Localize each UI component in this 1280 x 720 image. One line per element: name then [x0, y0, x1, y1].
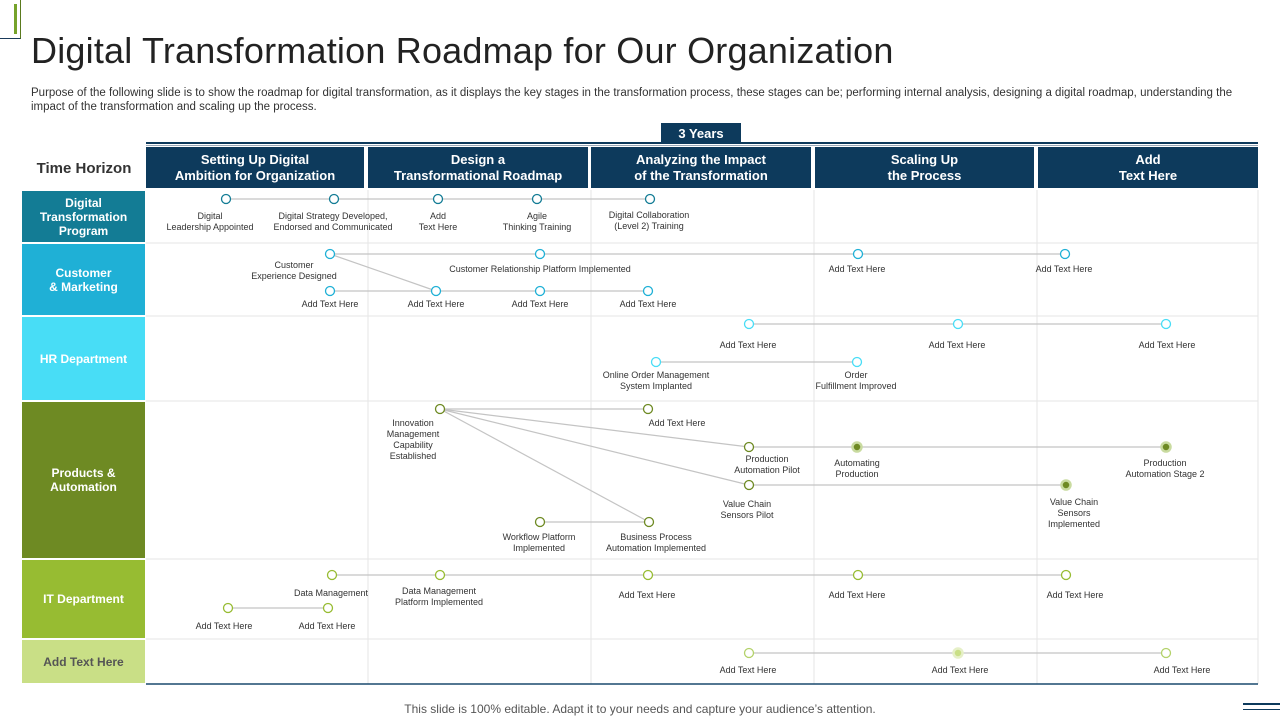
node-label: Add Text Here [828, 264, 886, 274]
stage-header-2: Design a Transformational Roadmap [368, 147, 588, 188]
node-label: Add Text Here [418, 211, 458, 232]
node-digital-collaboration [644, 193, 656, 205]
node-label: Add Text Here [931, 665, 989, 675]
node-data-management [326, 569, 338, 581]
node-agile-training [531, 193, 543, 205]
node-label: Business Process Automation Implemented [605, 532, 707, 553]
corner-decoration-bottom [1243, 703, 1280, 710]
node-label: Add Text Here [1046, 590, 1104, 600]
node-digital-leadership [220, 193, 232, 205]
node-it-add-1 [642, 569, 654, 581]
node-at-add-2 [952, 647, 964, 659]
node-hr-add-2 [952, 318, 964, 330]
stage-header-4: Scaling Up the Process [815, 147, 1034, 188]
node-label: Add Text Here [195, 621, 253, 631]
years-divider-thin [146, 145, 1258, 146]
node-label: Add Text Here [719, 340, 777, 350]
node-label: Add Text Here [928, 340, 986, 350]
node-automating-production [851, 441, 863, 453]
node-label: Workflow Platform Implemented [502, 532, 576, 553]
node-add-text-dtp [432, 193, 444, 205]
corner-decoration [0, 0, 21, 39]
node-label: Digital Leadership Appointed [166, 211, 254, 232]
node-label: Add Text Here [301, 299, 359, 309]
node-label: Customer Relationship Platform Implement… [449, 264, 631, 274]
node-hr-add-3 [1160, 318, 1172, 330]
node-label: Add Text Here [1035, 264, 1093, 274]
node-label: Customer Experience Designed [251, 260, 337, 281]
node-cm-add-3 [324, 285, 336, 297]
node-label: Agile Thinking Training [502, 211, 572, 232]
node-label: Add Text Here [719, 665, 777, 675]
node-workflow-platform [534, 516, 546, 528]
node-customer-experience [324, 248, 336, 260]
node-cm-add-4 [430, 285, 442, 297]
node-it-add-5 [322, 602, 334, 614]
node-value-chain-implemented [1060, 479, 1072, 491]
stage-header-3: Analyzing the Impact of the Transformati… [591, 147, 811, 188]
node-label: Production Automation Stage 2 [1125, 458, 1205, 479]
node-label: Online Order Management System Implanted [602, 370, 710, 391]
row-label-add-text: Add Text Here [22, 640, 145, 683]
node-label: Automating Production [834, 458, 880, 479]
node-label: Production Automation Pilot [734, 454, 800, 475]
page-title: Digital Transformation Roadmap for Our O… [31, 30, 894, 71]
node-hr-add-1 [743, 318, 755, 330]
node-label: Add Text Here [298, 621, 356, 631]
node-at-add-3 [1160, 647, 1172, 659]
years-badge: 3 Years [661, 123, 741, 144]
node-label: Add Text Here [828, 590, 886, 600]
node-pa-add-1 [642, 403, 654, 415]
node-label: Value Chain Sensors Pilot [720, 499, 774, 520]
node-cm-add-1 [852, 248, 864, 260]
row-label-it-department: IT Department [22, 560, 145, 638]
node-it-add-2 [852, 569, 864, 581]
stage-header-1: Setting Up Digital Ambition for Organiza… [146, 147, 364, 188]
node-production-stage-2 [1160, 441, 1172, 453]
node-production-pilot [743, 441, 755, 453]
grid-lines [146, 190, 1259, 684]
node-crm-platform [534, 248, 546, 260]
node-it-add-3 [1060, 569, 1072, 581]
node-label: Data Management [293, 588, 369, 598]
node-digital-strategy [328, 193, 340, 205]
node-it-add-4 [222, 602, 234, 614]
node-innovation-management [434, 403, 446, 415]
node-value-chain-pilot [743, 479, 755, 491]
row-label-digital-transformation: Digital Transformation Program [22, 191, 145, 242]
node-label: Add Text Here [618, 590, 676, 600]
node-label: Data Management Platform Implemented [394, 586, 484, 607]
node-cm-add-5 [534, 285, 546, 297]
node-label: Value Chain Sensors Implemented [1047, 497, 1101, 529]
node-order-management [650, 356, 662, 368]
node-label: Order Fulfillment Improved [815, 370, 897, 391]
row-label-hr-department: HR Department [22, 317, 145, 400]
node-cm-add-6 [642, 285, 654, 297]
node-label: Innovation Management Capability Establi… [386, 418, 440, 461]
row-label-products-automation: Products & Automation [22, 402, 145, 558]
node-label: Add Text Here [407, 299, 465, 309]
footer-note: This slide is 100% editable. Adapt it to… [404, 702, 876, 716]
time-horizon-label: Time Horizon [36, 160, 132, 177]
node-at-add-1 [743, 647, 755, 659]
node-data-platform [434, 569, 446, 581]
node-label: Add Text Here [511, 299, 569, 309]
node-cm-add-2 [1059, 248, 1071, 260]
node-label: Digital Strategy Developed, Endorsed and… [273, 211, 393, 232]
node-label: Add Text Here [619, 299, 677, 309]
node-label: Add Text Here [1153, 665, 1211, 675]
connector-lines [226, 198, 1166, 654]
node-order-fulfillment [851, 356, 863, 368]
node-label: Add Text Here [648, 418, 706, 428]
node-label: Digital Collaboration (Level 2) Training [608, 210, 690, 231]
page-description: Purpose of the following slide is to sho… [31, 87, 1233, 113]
node-label: Add Text Here [1138, 340, 1196, 350]
stage-header-5: Add Text Here [1038, 147, 1258, 188]
row-label-customer-marketing: Customer & Marketing [22, 244, 145, 315]
node-business-process [643, 516, 655, 528]
